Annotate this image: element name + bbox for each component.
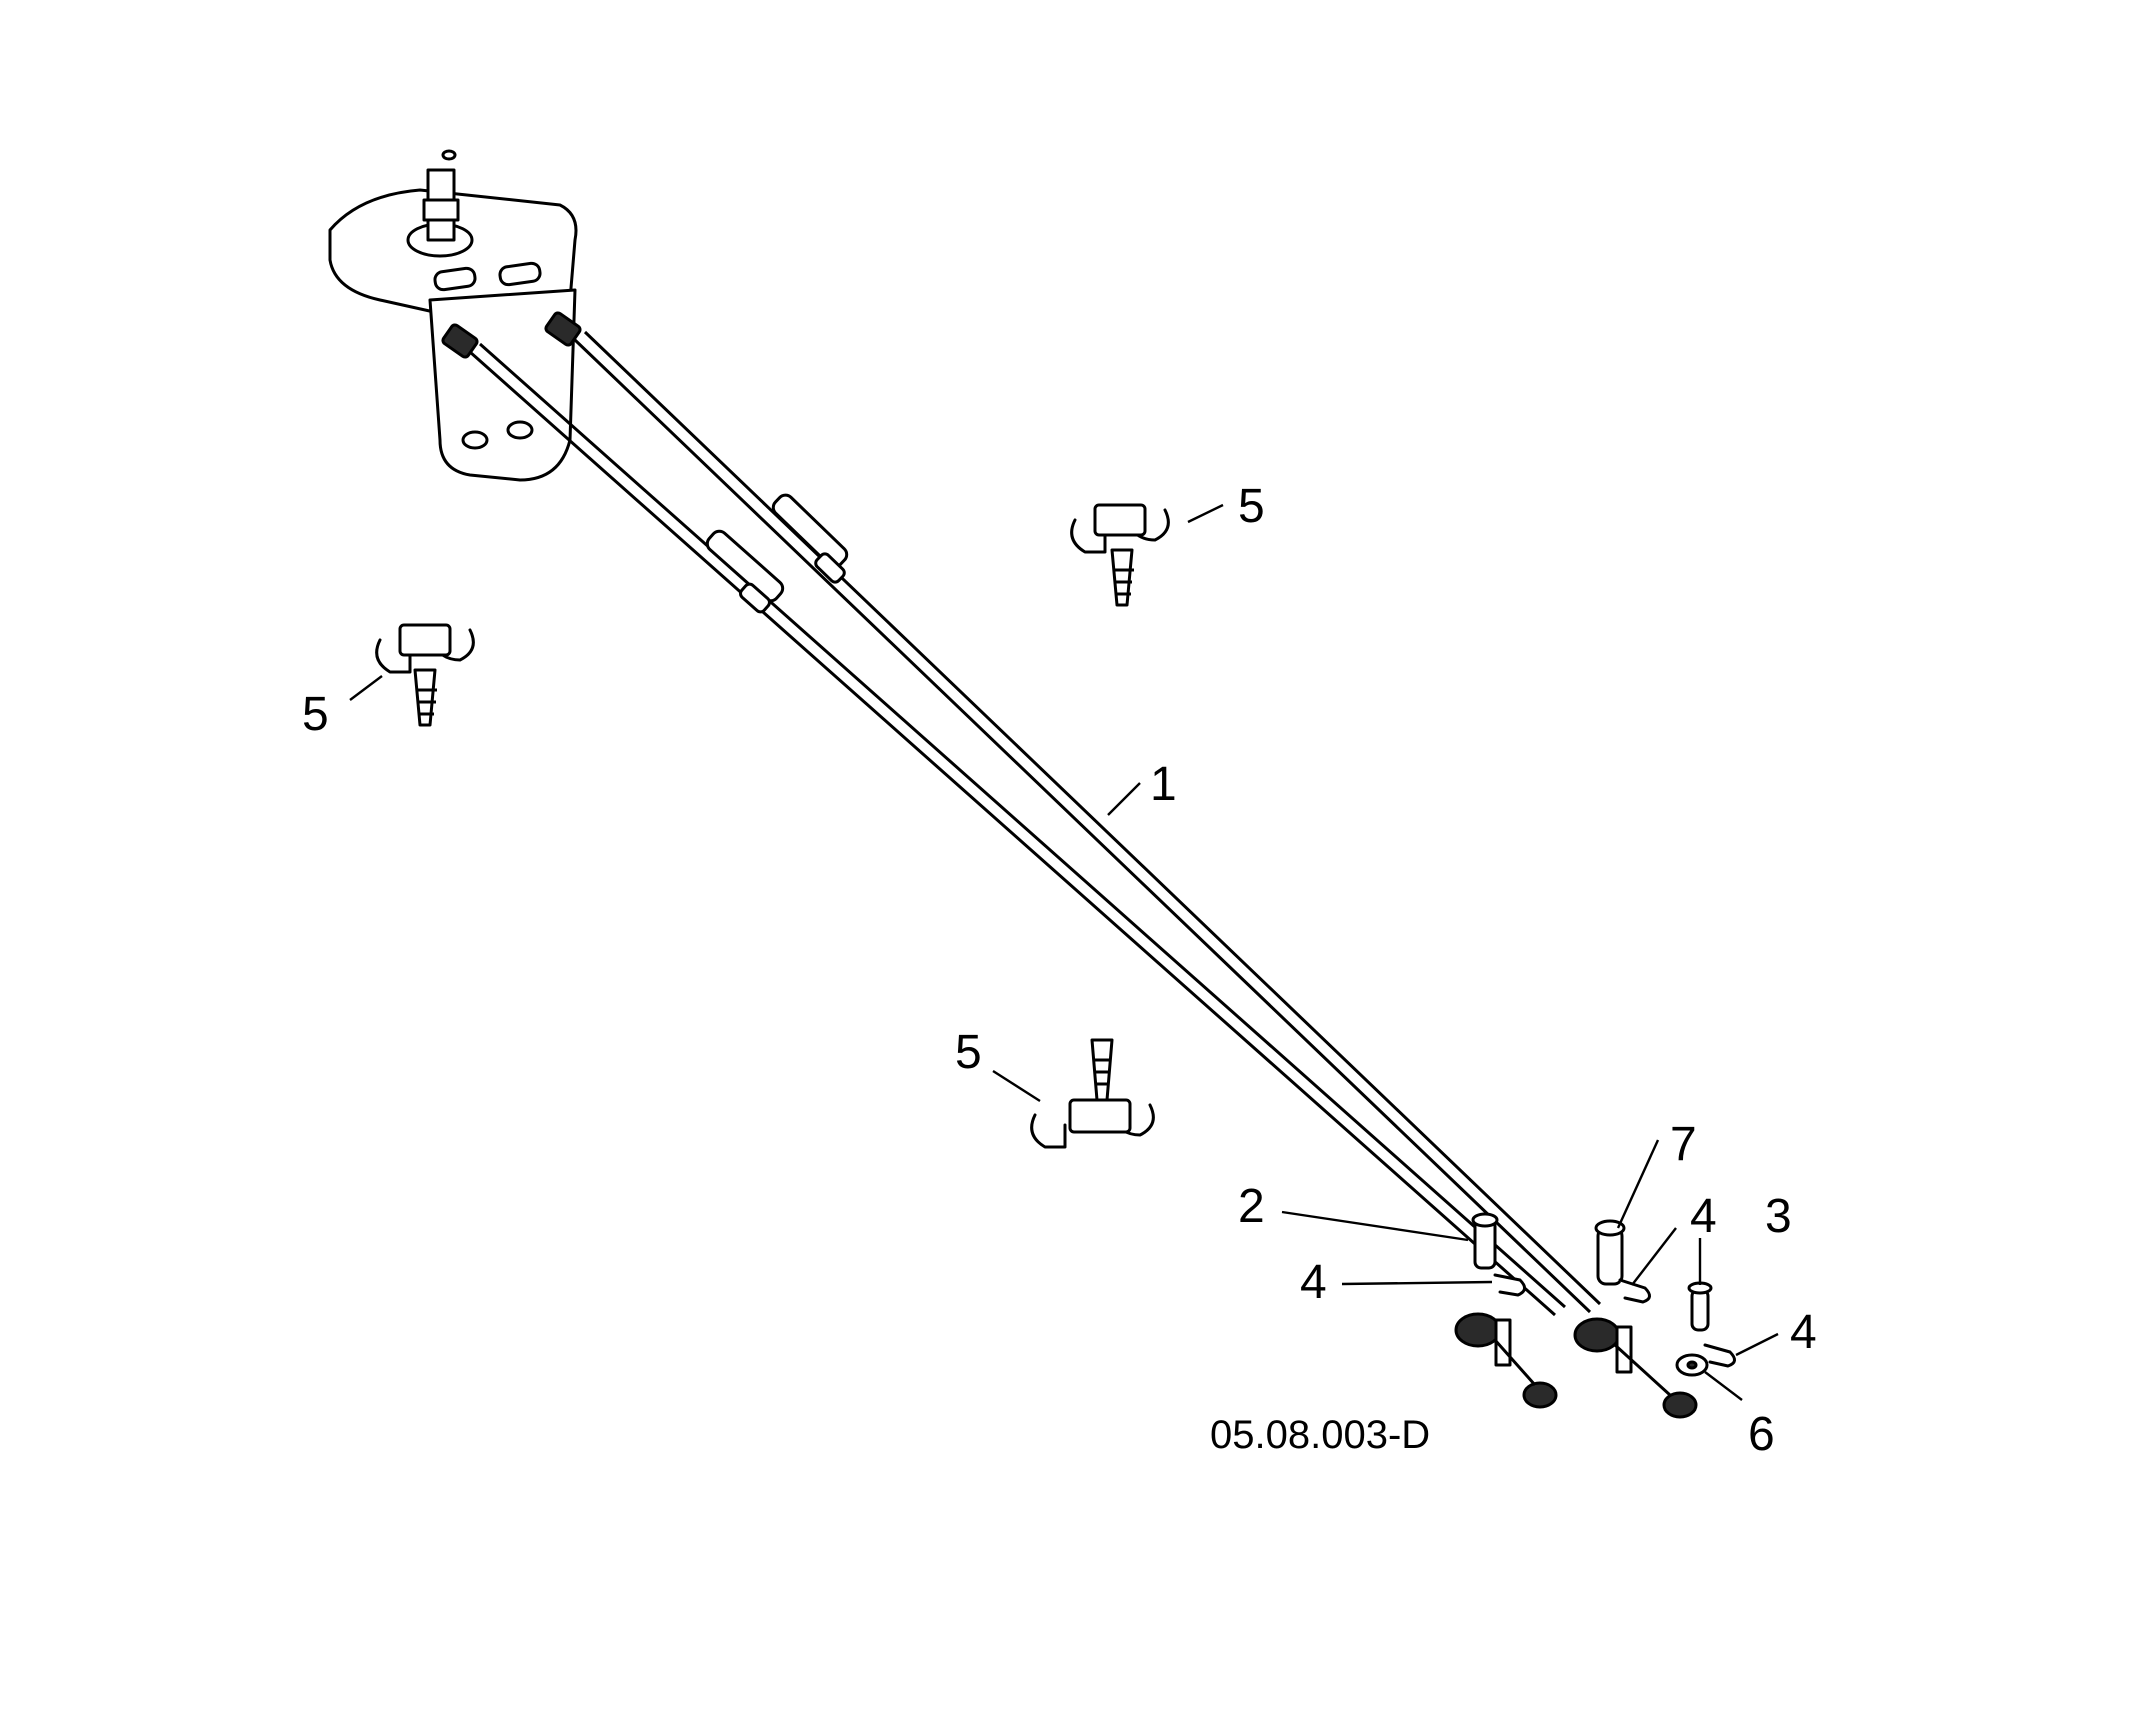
cable-clamp-upper-right [1070, 503, 1170, 607]
lower-ball-joint-left [1454, 1312, 1558, 1409]
leader-lines [349, 503, 1779, 1401]
retaining-clip-b [1618, 1278, 1651, 1304]
callout-7: 7 [1670, 1118, 1697, 1171]
callout-4-left: 4 [1300, 1256, 1327, 1309]
mounting-bracket [328, 149, 582, 482]
retaining-clip-c [1703, 1343, 1736, 1368]
callout-3: 3 [1765, 1190, 1792, 1243]
callout-4-middle: 4 [1690, 1190, 1717, 1243]
callout-5-left: 5 [302, 688, 329, 741]
washer-6 [1675, 1353, 1709, 1377]
cable-assembly [469, 330, 1602, 1317]
retaining-clip-a [1493, 1273, 1526, 1297]
callout-6: 6 [1748, 1408, 1775, 1461]
lower-ball-joint-right [1573, 1317, 1698, 1419]
drawing-id: 05.08.003-D [1210, 1413, 1430, 1457]
clevis-pin-2 [1471, 1212, 1499, 1270]
callout-5-lower: 5 [955, 1026, 982, 1079]
callout-2: 2 [1238, 1180, 1265, 1233]
pin-3 [1687, 1281, 1713, 1332]
callout-1: 1 [1150, 758, 1177, 811]
callout-4-right: 4 [1790, 1306, 1817, 1359]
cable-clamp-lower [1030, 1038, 1155, 1149]
cable-clamp-left [375, 623, 475, 727]
callout-5-upper-right: 5 [1238, 480, 1265, 533]
clevis-pin-7 [1594, 1219, 1626, 1286]
